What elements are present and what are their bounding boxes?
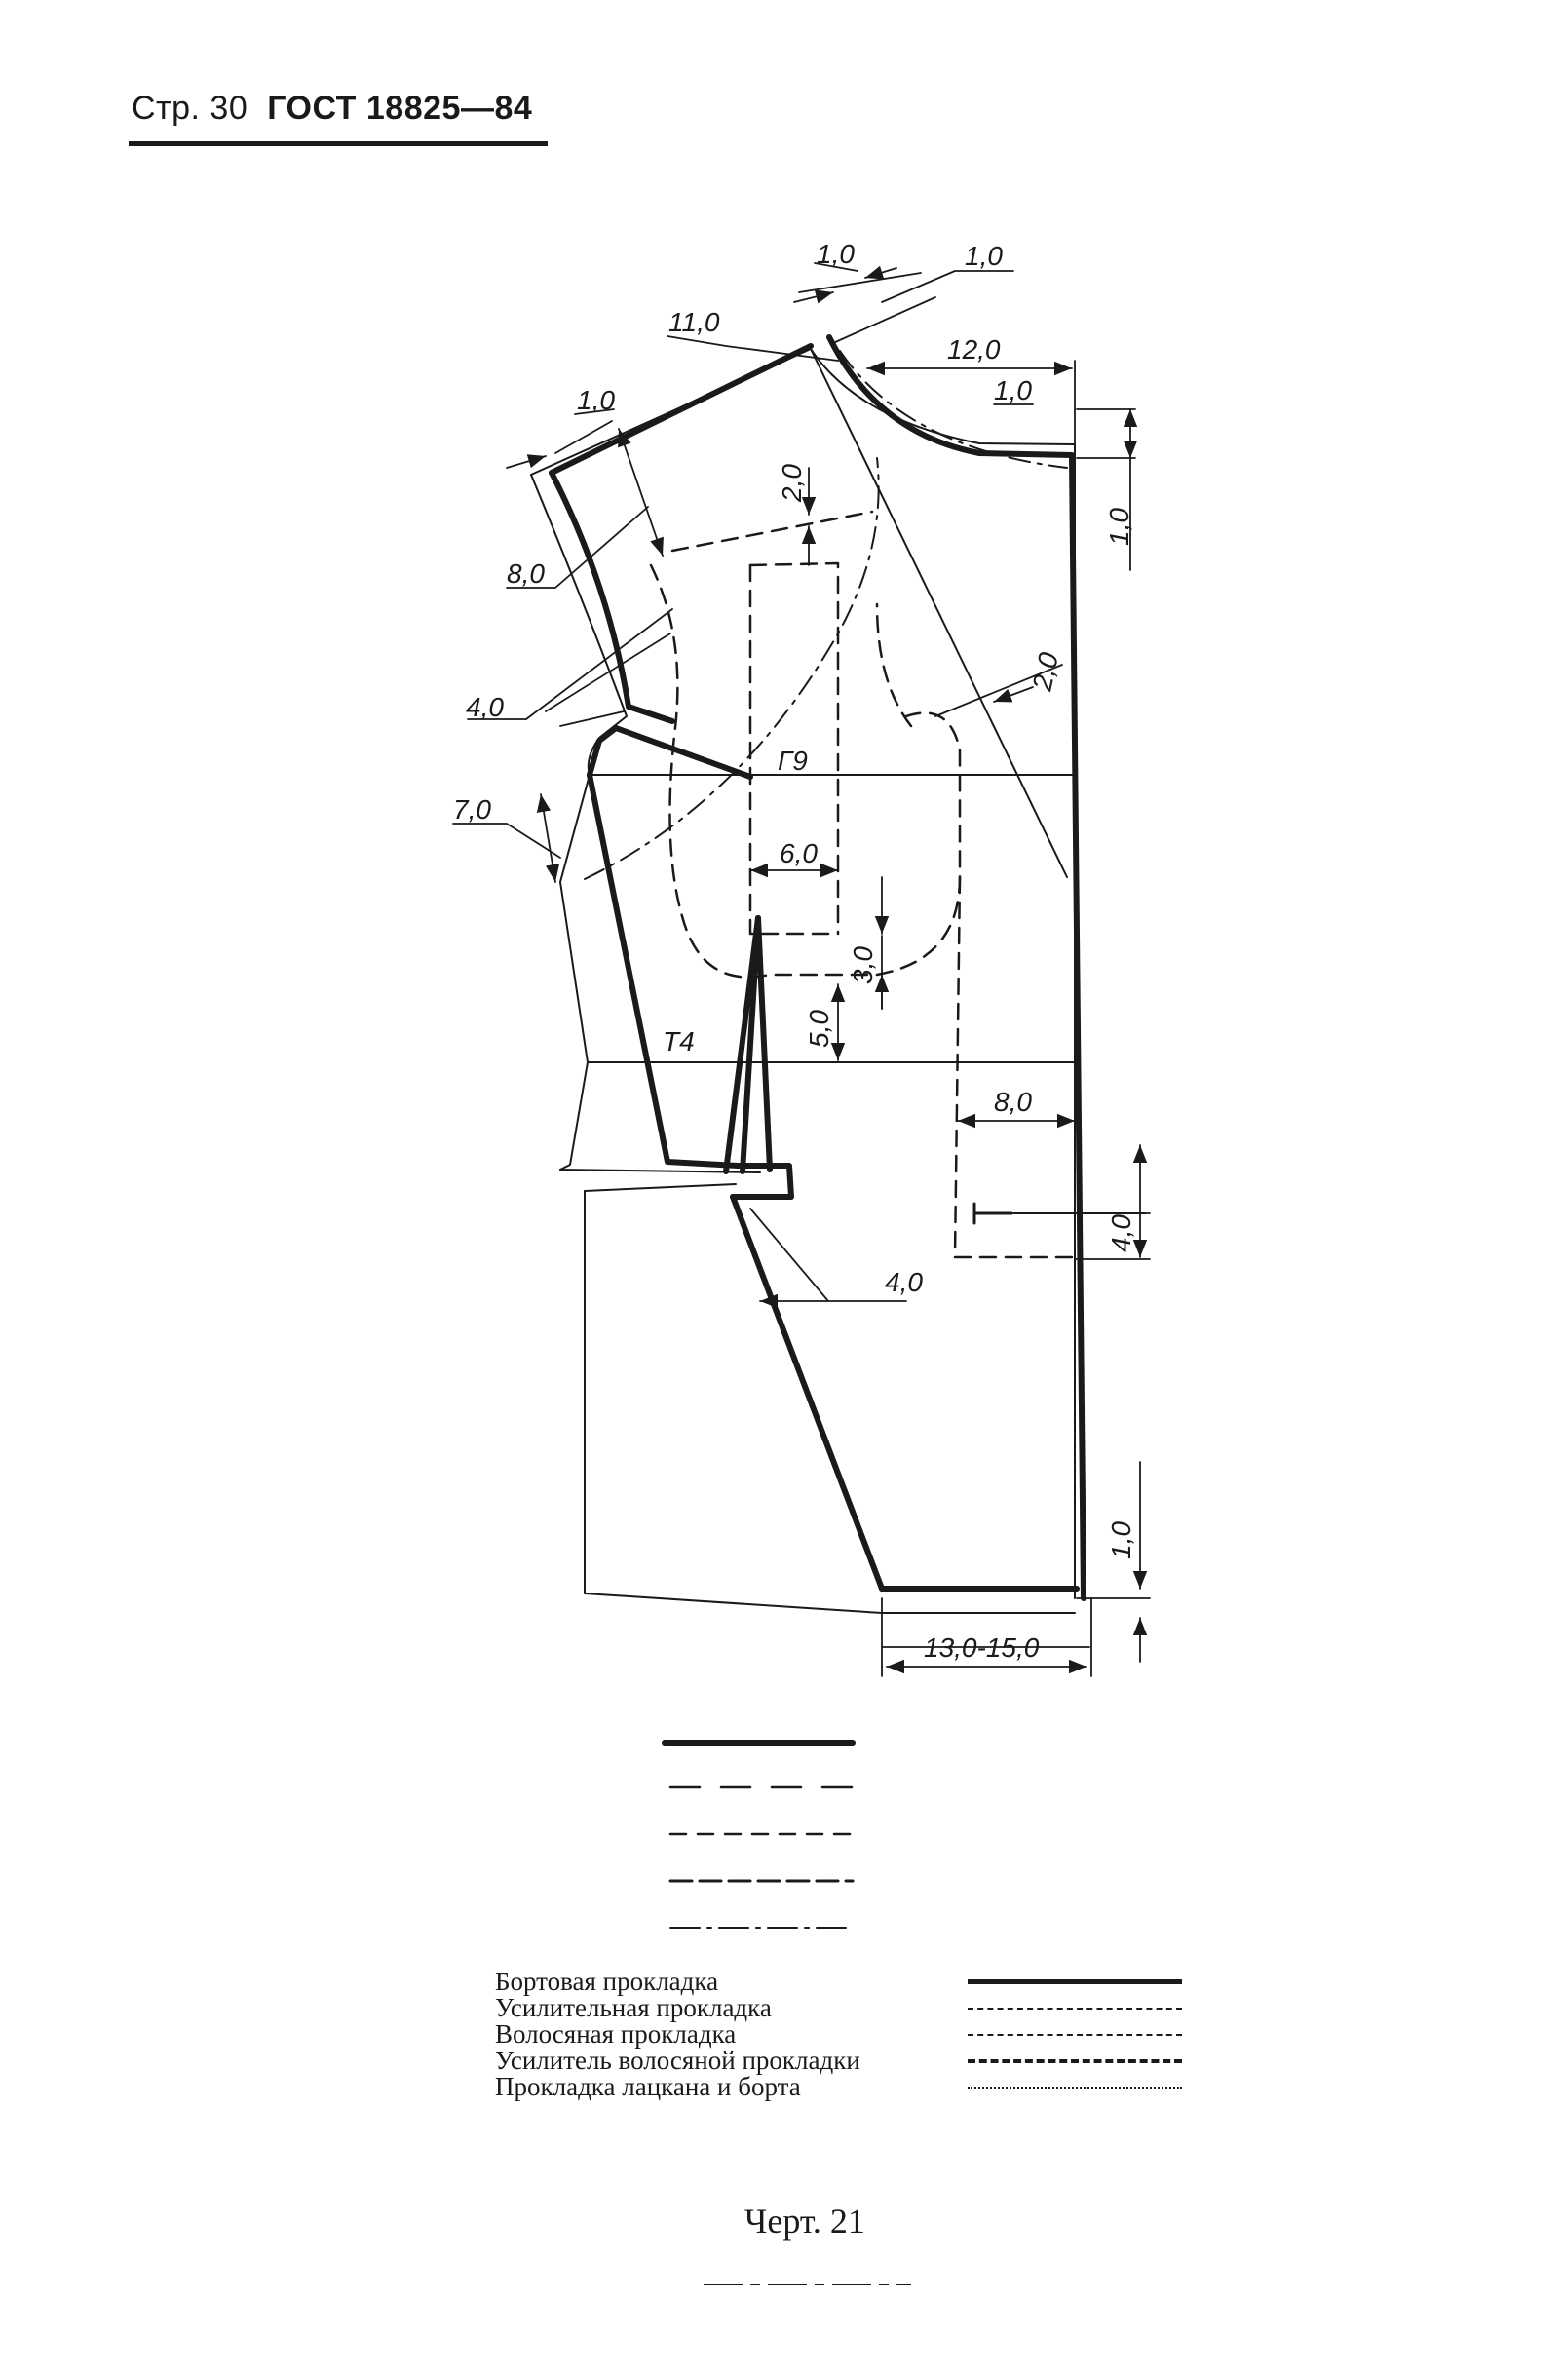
dimension-labels: 1,0 1,0 11,0 12,0 1,0 1,0 1,0 2,0 8,0 4,…: [453, 239, 1136, 1663]
legend-line-dash-dot: [968, 2087, 1182, 2089]
dim-pocket-width: 6,0: [780, 838, 818, 868]
dim-chest-inset: 2,0: [777, 464, 807, 503]
front-interlining-outline: [549, 334, 1086, 1601]
dim-front-height: 4,0: [1106, 1214, 1136, 1252]
legend-label: Усилительная прокладка: [495, 1993, 772, 2022]
dim-armhole: 8,0: [507, 558, 545, 589]
dim-pocket-drop: 3,0: [848, 946, 878, 984]
dim-shoulder-top: 1,0: [817, 239, 855, 269]
legend-line-solid: [968, 1979, 1182, 1984]
dim-hem-offset: 1,0: [1106, 1521, 1136, 1559]
dim-front-width: 8,0: [994, 1087, 1032, 1117]
dim-hem-width: 13,0-15,0: [924, 1632, 1040, 1663]
dim-top-right: 1,0: [965, 241, 1003, 271]
dim-neck-width: 12,0: [947, 334, 1001, 365]
dimension-lines: [452, 262, 1151, 1677]
dim-armhole-lower: 4,0: [466, 692, 504, 722]
point-t: Т4: [663, 1026, 695, 1056]
legend-line-dash-long: [968, 2008, 1182, 2010]
legend-label: Волосяная прокладка: [495, 2019, 737, 2049]
armhole-curve: [584, 350, 1068, 880]
dim-neck-drop: 1,0: [994, 375, 1032, 405]
legend-label: Усилитель волосяной прокладки: [495, 2046, 860, 2075]
header-divider: [129, 141, 548, 146]
page-number: Стр. 30: [132, 90, 248, 127]
legend-label: Прокладка лацкана и борта: [495, 2072, 801, 2101]
legend-line-dash-medium: [968, 2034, 1182, 2036]
legend-label: Бортовая прокладка: [495, 1967, 719, 1996]
dim-dart: 4,0: [885, 1267, 923, 1297]
page-header: Стр. 30 ГОСТ 18825—84: [132, 90, 532, 128]
standard-code: ГОСТ 18825—84: [267, 90, 533, 127]
dim-neck-drop-vertical: 1,0: [1104, 508, 1134, 546]
legend-line-dash-thick: [968, 2059, 1182, 2063]
dashed-interlining: [649, 510, 1077, 1259]
point-g: Г9: [778, 746, 808, 776]
figure-caption: Черт. 21: [744, 2202, 865, 2241]
dim-waist-drop: 5,0: [804, 1010, 834, 1048]
dim-shoulder: 11,0: [668, 307, 720, 337]
legend-samples: [662, 1740, 856, 1929]
dim-left-shoulder: 1,0: [577, 385, 615, 415]
dim-side: 7,0: [453, 794, 491, 825]
